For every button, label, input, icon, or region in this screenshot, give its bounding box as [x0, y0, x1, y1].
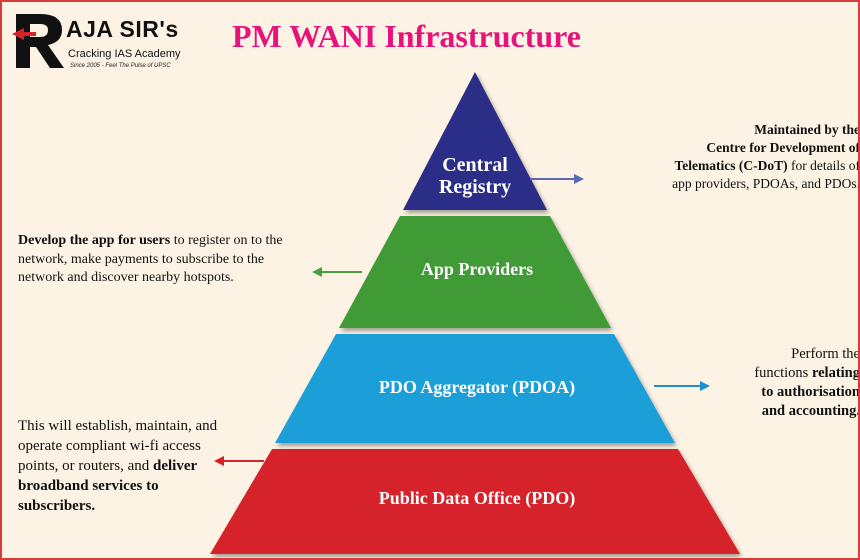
- note-app-bold: Develop the app for users: [18, 233, 171, 248]
- pyramid-level-pdoa: [275, 334, 675, 443]
- arrow-central-right: [530, 174, 584, 184]
- logo-since: Since 2005 - Feel The Pulse of UPSC: [70, 63, 171, 69]
- arrow-pdoa-right: [654, 381, 710, 391]
- note-pdoa-line2-plain: functions: [754, 365, 812, 381]
- level-label-app: App Providers: [420, 259, 534, 279]
- logo-brand: AJA SIR's: [66, 16, 179, 42]
- pyramid-level-pdo: [210, 449, 740, 554]
- arrow-app-left: [312, 267, 362, 277]
- level-label-central: Central Registry: [420, 154, 530, 198]
- note-pdoa-line2-bold: relating: [811, 365, 860, 381]
- note-app-providers: Develop the app for users to register on…: [18, 232, 308, 288]
- note-pdo-plain: This will establish, maintain, and opera…: [18, 418, 218, 474]
- note-central-line2: Centre for Development of: [706, 140, 860, 155]
- level-label-pdoa: PDO Aggregator (PDOA): [378, 377, 576, 397]
- level-label-central-line2: Registry: [438, 176, 512, 198]
- note-pdoa-line3: to authorisation: [761, 384, 860, 400]
- note-central-registry: Maintained by the Centre for Development…: [587, 121, 860, 193]
- note-app-rest: to register on to the network, make paym…: [18, 233, 283, 285]
- pyramid-level-app: [339, 216, 611, 328]
- note-pdoa: Perform the functions relating to author…: [707, 345, 860, 421]
- note-pdoa-line4: and accounting.: [761, 403, 860, 419]
- logo-tagline: Cracking IAS Academy: [68, 48, 181, 60]
- page-title: PM WANI Infrastructure: [232, 18, 581, 54]
- note-central-line3-rest: for details of: [787, 158, 860, 173]
- note-central-line1: Maintained by the: [754, 122, 860, 137]
- level-label-central-line1: Central: [442, 154, 508, 176]
- level-label-pdo: Public Data Office (PDO): [378, 488, 576, 508]
- logo-r-icon: [12, 14, 64, 68]
- note-central-line3-bold: Telematics (C-DoT): [674, 158, 788, 173]
- note-pdo-bold: deliver broadband services to subscriber…: [18, 458, 197, 514]
- note-pdo: This will establish, maintain, and opera…: [18, 416, 228, 516]
- pyramid-level-central: [403, 72, 547, 210]
- note-central-line4: app providers, PDOAs, and PDOs.: [672, 176, 860, 191]
- logo: AJA SIR's Cracking IAS Academy Since 200…: [10, 10, 220, 72]
- note-pdoa-line1: Perform the: [791, 346, 860, 362]
- arrow-pdo-left: [214, 456, 264, 466]
